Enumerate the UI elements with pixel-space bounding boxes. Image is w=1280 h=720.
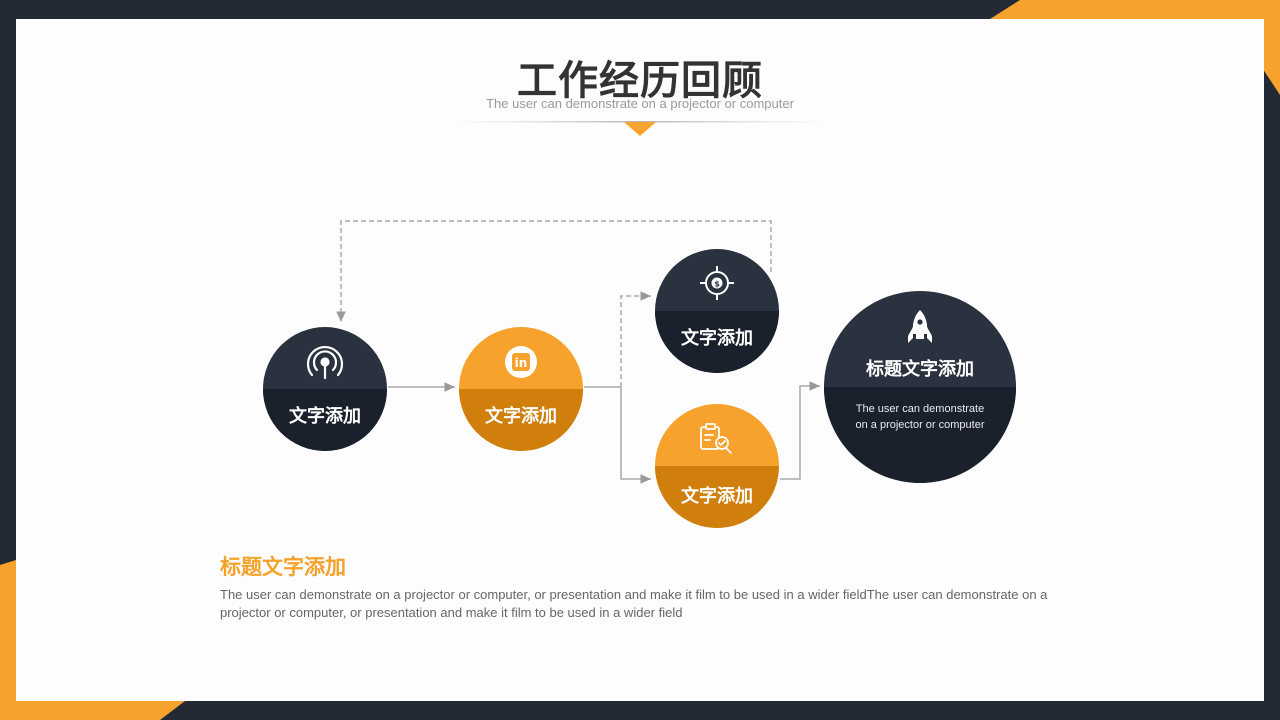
podcast-icon <box>306 346 344 380</box>
section-title: 标题文字添加 <box>220 555 346 579</box>
node-2-label: 文字添加 <box>485 406 557 427</box>
node-4 <box>655 404 779 528</box>
node-2 <box>459 327 583 451</box>
target-dollar-icon: $ <box>700 266 734 300</box>
connectors <box>336 220 820 484</box>
page-title: 工作经历回顾 <box>517 58 763 104</box>
node-5-description: The user can demonstrate on a projector … <box>835 401 1005 433</box>
dashed-loop-connector <box>336 220 772 322</box>
node-1 <box>263 327 387 451</box>
node-5-desc-line-1: The user can demonstrate <box>855 403 985 415</box>
search-document-icon <box>700 423 732 454</box>
dashed-connector-to-n3 <box>620 291 651 387</box>
rocket-icon <box>908 310 932 343</box>
connector-to-n4 <box>620 387 651 484</box>
node-5-label: 标题文字添加 <box>866 359 974 380</box>
title-pointer <box>624 122 656 136</box>
node-3 <box>655 249 779 373</box>
node-5-desc-line-2: on a projector or computer <box>855 419 985 431</box>
svg-text:in: in <box>515 356 528 370</box>
corner-accent-bottom-left <box>0 560 185 720</box>
node-3-label: 文字添加 <box>681 328 753 349</box>
node-4-label: 文字添加 <box>681 486 753 507</box>
svg-text:$: $ <box>714 280 720 289</box>
node-1-label: 文字添加 <box>289 406 361 427</box>
section-body: The user can demonstrate on a projector … <box>220 587 1048 620</box>
connector-n4-n5 <box>780 381 820 480</box>
linkedin-icon: in <box>505 346 537 378</box>
title-divider <box>450 121 830 123</box>
page-subtitle: The user can demonstrate on a projector … <box>486 96 794 111</box>
